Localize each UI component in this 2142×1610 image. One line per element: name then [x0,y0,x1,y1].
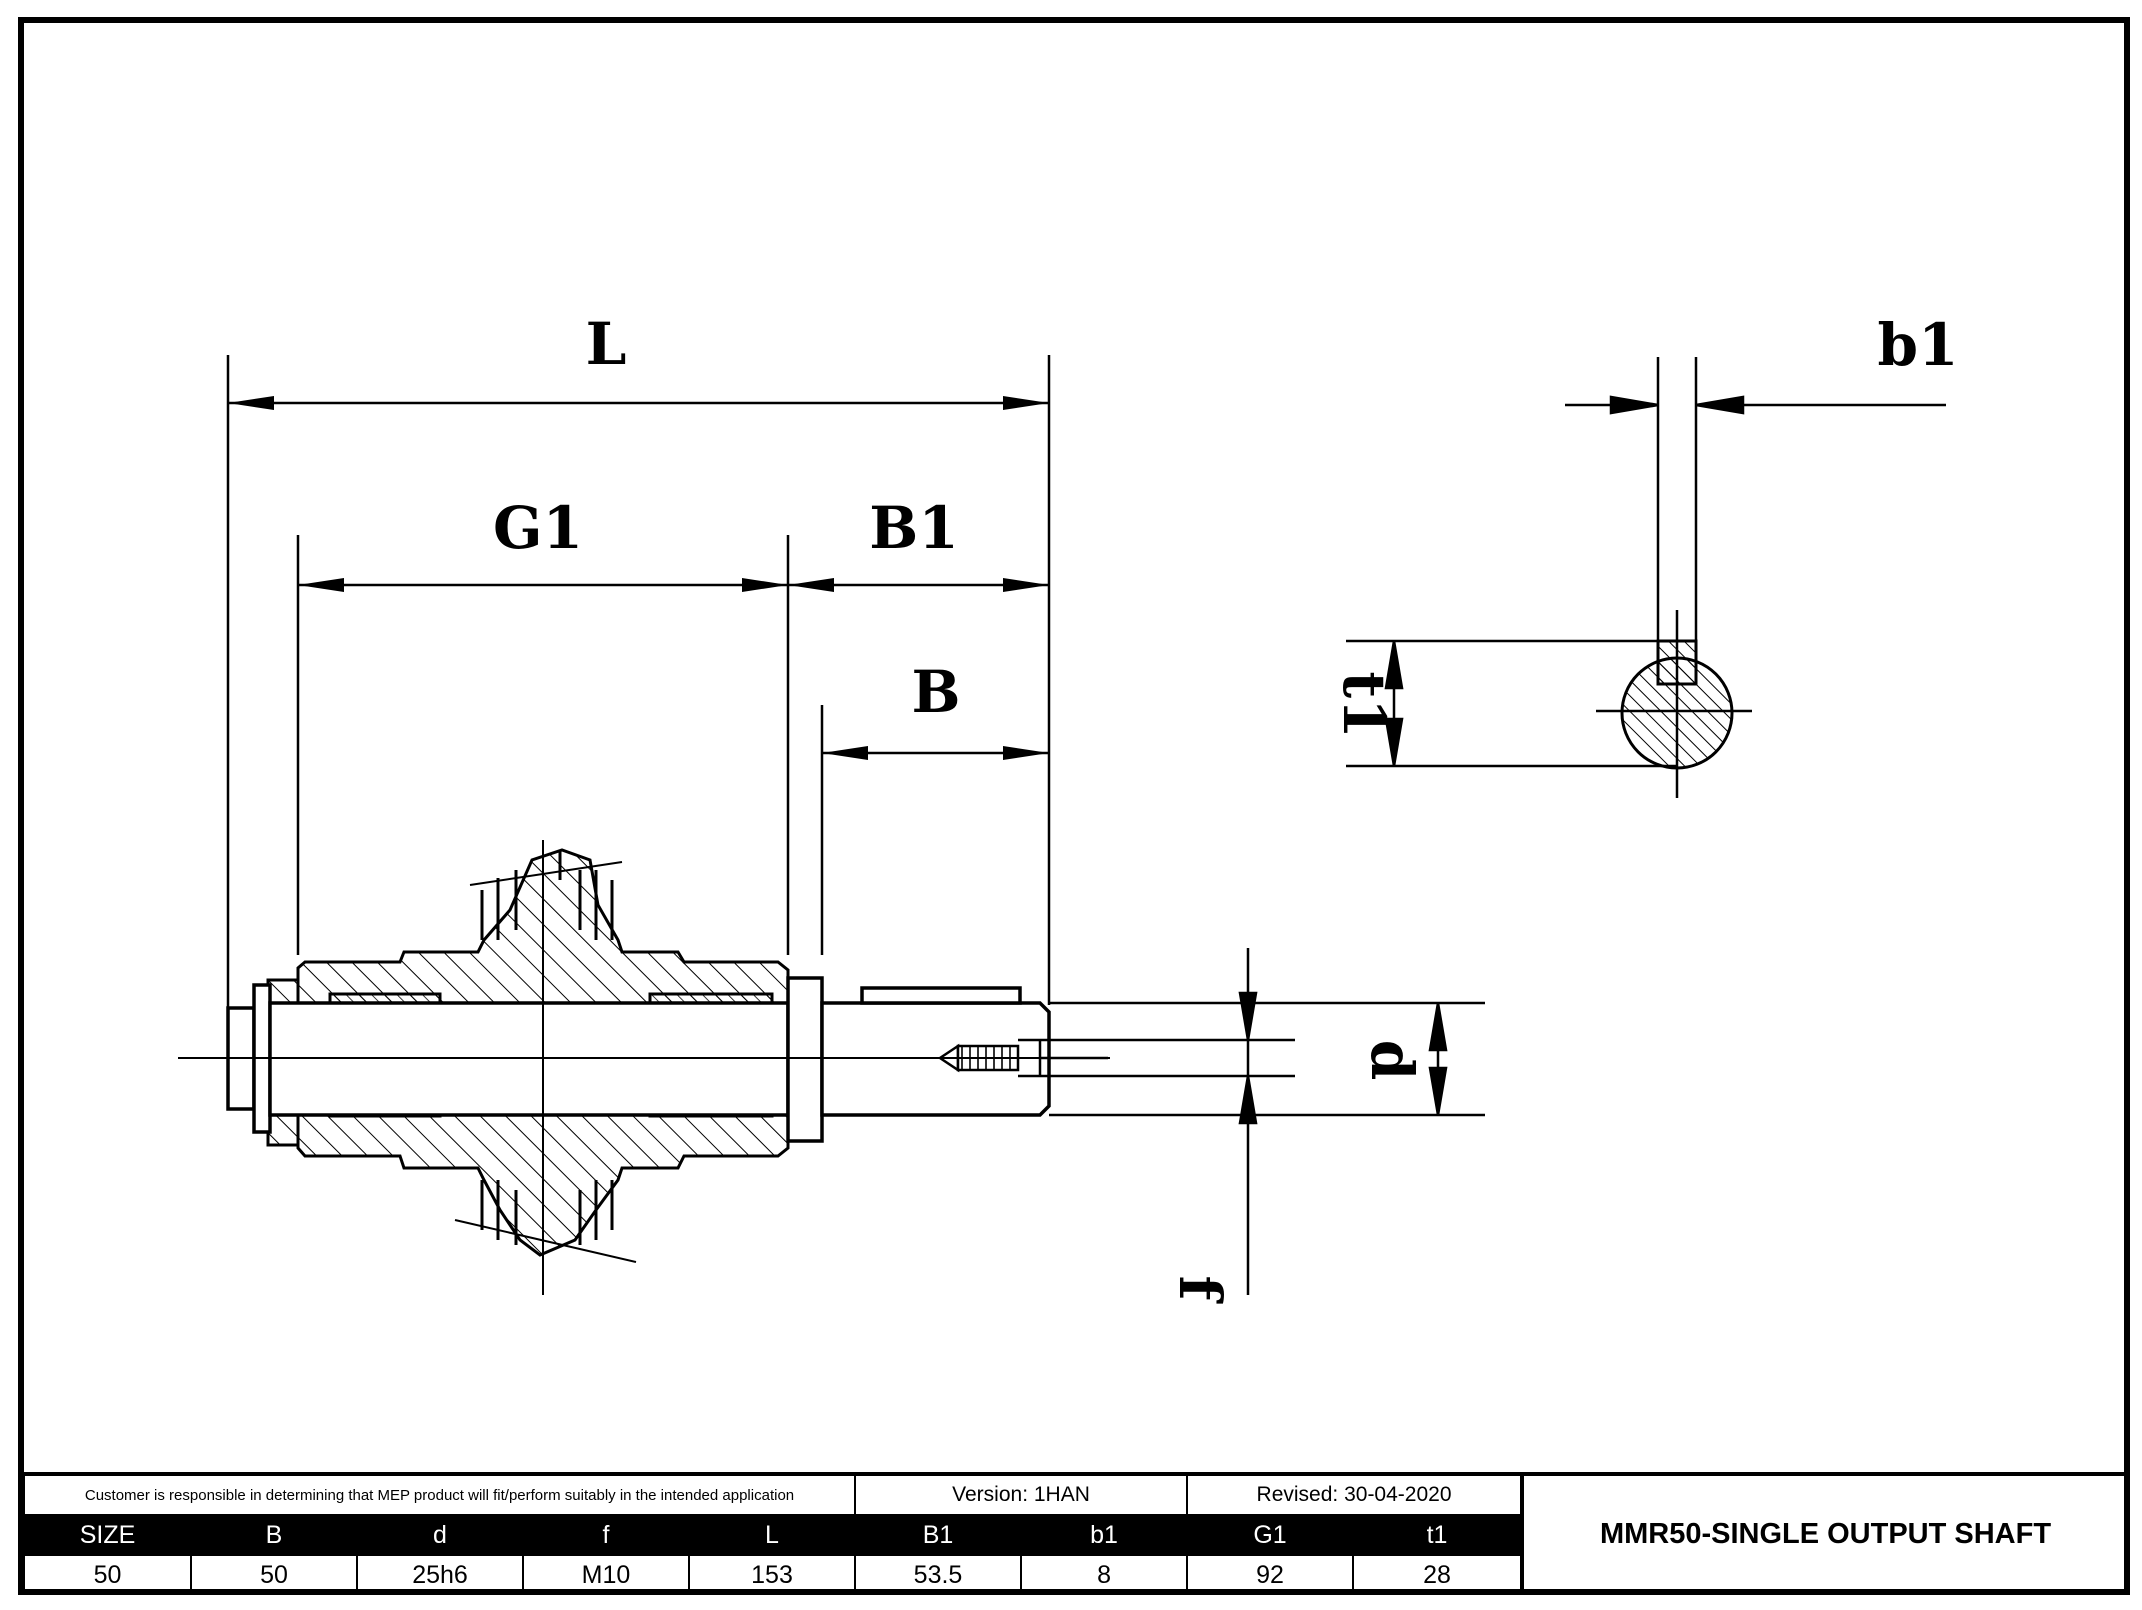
revised-date: Revised: 30-04-2020 [1187,1476,1523,1515]
column-header: B1 [855,1514,1023,1555]
gear-teeth-lower [454,1180,637,1263]
sheet-border [18,17,2130,1595]
label-G1: G1 [493,494,583,562]
label-B: B [911,658,960,726]
value-cell: 153 [689,1554,857,1594]
value-cell: 25h6 [357,1554,524,1594]
label-f: f [1166,1276,1234,1305]
gear-teeth-upper [469,850,623,940]
value-cell: M10 [523,1554,690,1594]
key-dimensions [1346,357,1946,798]
column-header: b1 [1021,1514,1189,1555]
value-cell: 92 [1187,1554,1355,1594]
label-b1: b1 [1878,311,1959,379]
responsibility-note: Customer is responsible in determining t… [25,1476,857,1515]
dimension-labels: L G1 B1 B b1 t1 d f [493,310,1958,1305]
label-L: L [586,310,627,378]
column-header: t1 [1353,1514,1523,1555]
column-header: d [357,1514,524,1555]
column-header: G1 [1187,1514,1355,1555]
title-block: Customer is responsible in determining t… [21,1472,2127,1594]
value-cell: 50 [25,1554,192,1594]
dimension-lines [226,355,1051,1010]
version-text: Version: 1HAN [855,1476,1189,1515]
info-row: Customer is responsible in determining t… [25,1476,1523,1515]
label-B1: B1 [869,494,958,562]
value-cell: 50 [191,1554,358,1594]
label-t1: t1 [1330,671,1398,738]
product-name: MMR50-SINGLE OUTPUT SHAFT [1521,1476,2127,1592]
output-shaft [226,976,1051,1143]
dimension-d-f [1040,948,1485,1295]
column-header: SIZE [25,1514,192,1555]
value-cell: 28 [1353,1554,1523,1594]
column-header: L [689,1514,857,1555]
spec-table: Customer is responsible in determining t… [25,1476,1523,1594]
value-cell: 53.5 [855,1554,1023,1594]
column-header: B [191,1514,358,1555]
value-cell: 8 [1021,1554,1189,1594]
label-d: d [1358,1040,1426,1081]
column-header: f [523,1514,690,1555]
center-lines [178,840,1110,1295]
